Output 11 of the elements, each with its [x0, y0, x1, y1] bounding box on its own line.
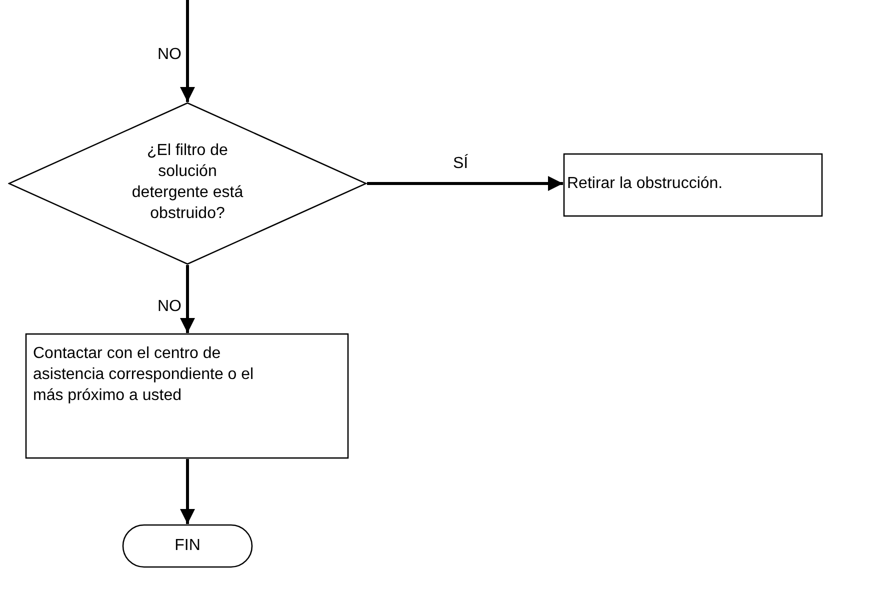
arrow: [180, 265, 195, 333]
terminal-text: FIN: [174, 536, 202, 556]
edge-label: SÍ: [453, 154, 468, 174]
edge-label: NO: [158, 297, 182, 317]
decision-text: ¿El filtro de solución detergente está obstruido?: [130, 141, 244, 224]
arrow: [180, 0, 195, 102]
edge-label: NO: [158, 45, 182, 65]
step-text: Contactar con el centro de asistencia correspondiente o el más próximo a usted: [33, 344, 255, 406]
step-text: Retirar la obstrucción.: [567, 174, 724, 194]
arrow: [180, 459, 195, 524]
arrow: [367, 176, 563, 191]
